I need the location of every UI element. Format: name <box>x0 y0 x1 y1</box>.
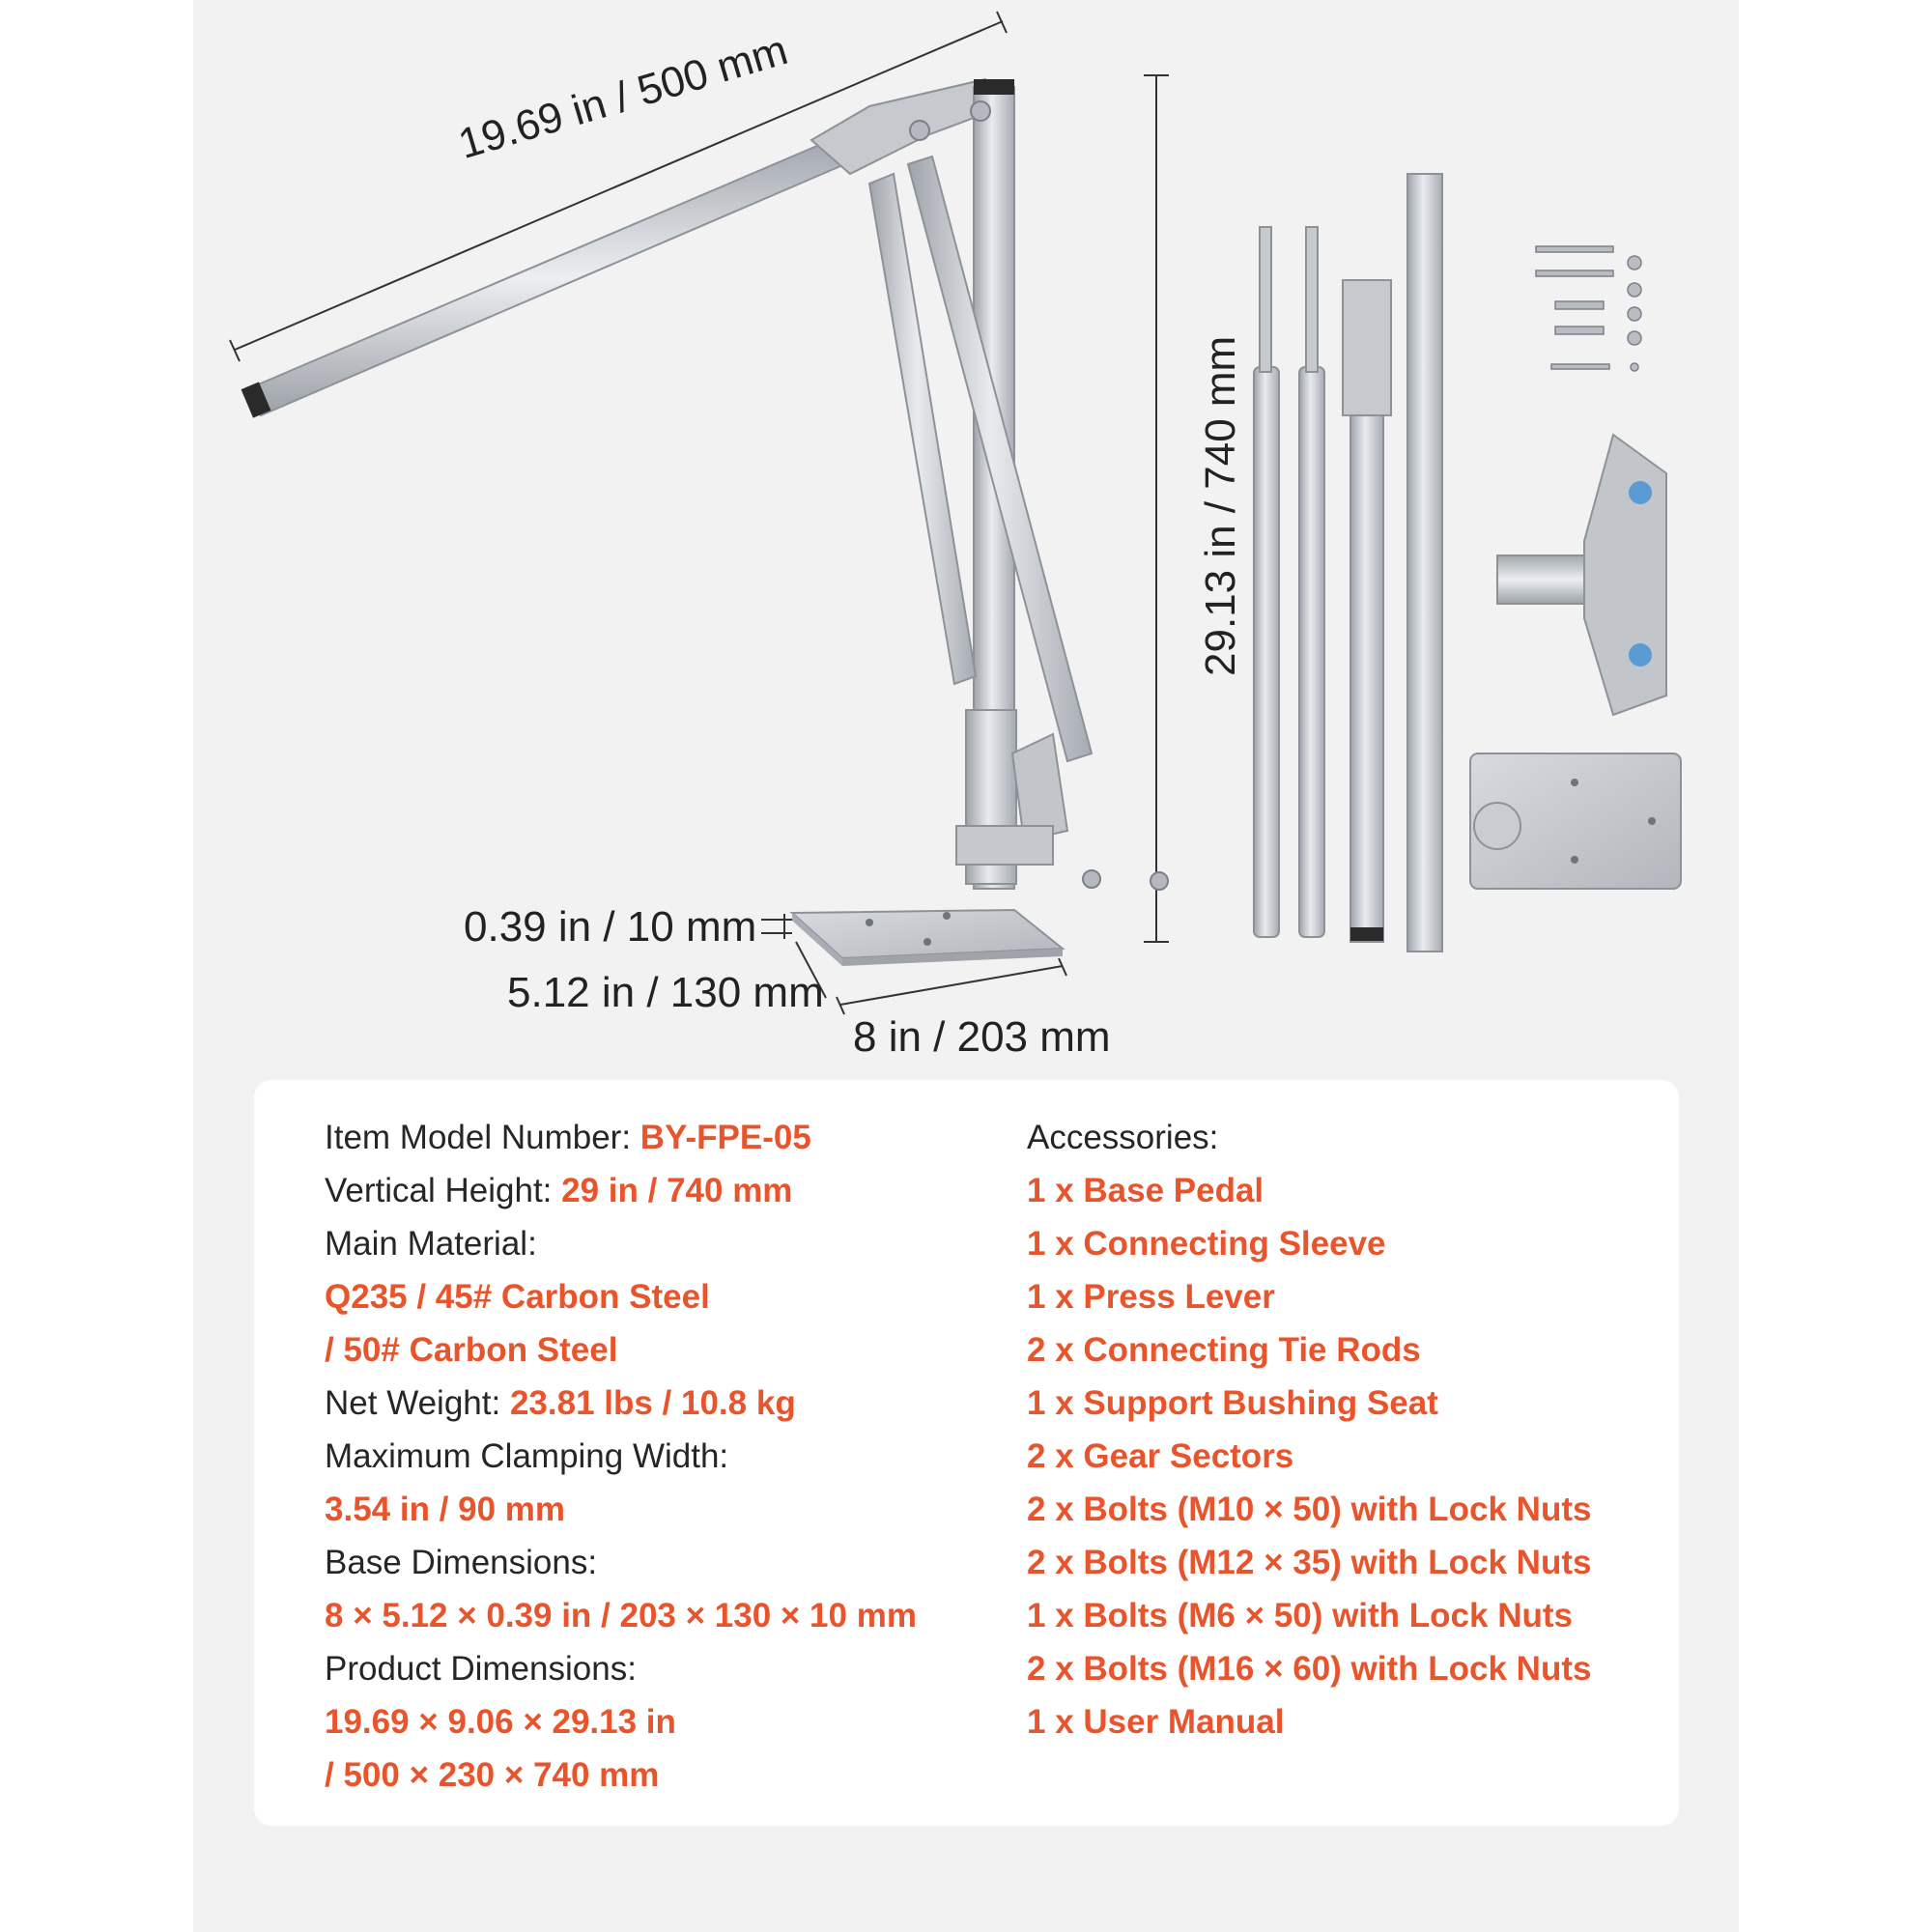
loose-main-post <box>1406 173 1443 952</box>
loose-press-lever <box>1350 405 1384 943</box>
support-bushing-seat <box>1496 433 1667 717</box>
base-width-label: 8 in / 203 mm <box>853 1013 1111 1061</box>
accessories-column: Accessories: 1 x Base Pedal 1 x Connecti… <box>1027 1111 1591 1748</box>
spec-base-value: 8 × 5.12 × 0.39 in / 203 × 130 × 10 mm <box>325 1597 917 1634</box>
tie-rod-left <box>867 172 978 686</box>
accessory-item: 2 x Bolts (M10 × 50) with Lock Nuts <box>1027 1491 1592 1528</box>
accessory-item: 1 x Bolts (M6 × 50) with Lock Nuts <box>1027 1597 1573 1634</box>
spec-clamp-value: 3.54 in / 90 mm <box>325 1491 566 1528</box>
gear-sector <box>1010 732 1069 842</box>
spec-column: Item Model Number: BY-FPE-05 Vertical He… <box>325 1111 917 1802</box>
base-depth-label: 5.12 in / 130 mm <box>507 969 824 1016</box>
lever-dimension-line <box>234 20 1004 351</box>
spec-card: Item Model Number: BY-FPE-05 Vertical He… <box>254 1080 1679 1826</box>
spec-base-label: Base Dimensions: <box>325 1544 598 1581</box>
product-illustration <box>229 11 1682 1015</box>
width-dimension-line <box>839 965 1064 1006</box>
bolts-and-nuts <box>1535 245 1642 372</box>
accessory-item: 1 x Press Lever <box>1027 1278 1275 1316</box>
assembled-press <box>241 77 1169 966</box>
spec-material-value-1: Q235 / 45# Carbon Steel <box>325 1278 710 1316</box>
loose-parts <box>1253 173 1682 952</box>
spec-clamp-label: Maximum Clamping Width: <box>325 1437 729 1475</box>
spec-product-value-2: / 500 × 230 × 740 mm <box>325 1756 660 1794</box>
accessory-item: 1 x Connecting Sleeve <box>1027 1225 1386 1263</box>
depth-dimension-line <box>795 941 827 999</box>
loose-tie-rod-2 <box>1298 366 1325 938</box>
loose-tie-rod-1 <box>1253 366 1280 938</box>
spec-product-label: Product Dimensions: <box>325 1650 637 1688</box>
spec-model: Item Model Number: BY-FPE-05 <box>325 1119 811 1156</box>
spec-material-value-2: / 50# Carbon Steel <box>325 1331 618 1369</box>
accessory-item: 2 x Connecting Tie Rods <box>1027 1331 1421 1369</box>
press-lever <box>247 138 842 417</box>
accessory-item: 2 x Bolts (M16 × 60) with Lock Nuts <box>1027 1650 1592 1688</box>
base-thickness-label: 0.39 in / 10 mm <box>464 903 757 951</box>
tie-rod-right <box>906 155 1094 763</box>
accessories-title: Accessories: <box>1027 1119 1219 1156</box>
lever-end-cap <box>241 382 271 418</box>
spec-product-value-1: 19.69 × 9.06 × 29.13 in <box>325 1703 676 1741</box>
spec-weight: Net Weight: 23.81 lbs / 10.8 kg <box>325 1384 796 1422</box>
product-figure: 19.69 in / 500 mm 29.13 in / 740 mm 0.39… <box>193 0 1739 1072</box>
spec-material-label: Main Material: <box>325 1225 537 1263</box>
loose-base-pedal <box>1469 753 1682 890</box>
accessory-item: 2 x Gear Sectors <box>1027 1437 1294 1475</box>
spec-height: Vertical Height: 29 in / 740 mm <box>325 1172 793 1209</box>
accessory-item: 1 x Support Bushing Seat <box>1027 1384 1438 1422</box>
product-infographic: 19.69 in / 500 mm 29.13 in / 740 mm 0.39… <box>193 0 1739 1932</box>
accessory-item: 1 x User Manual <box>1027 1703 1285 1741</box>
vertical-height-label: 29.13 in / 740 mm <box>1197 335 1244 676</box>
accessory-item: 1 x Base Pedal <box>1027 1172 1264 1209</box>
dimension-lines <box>229 11 1169 1015</box>
accessory-item: 2 x Bolts (M12 × 35) with Lock Nuts <box>1027 1544 1592 1581</box>
